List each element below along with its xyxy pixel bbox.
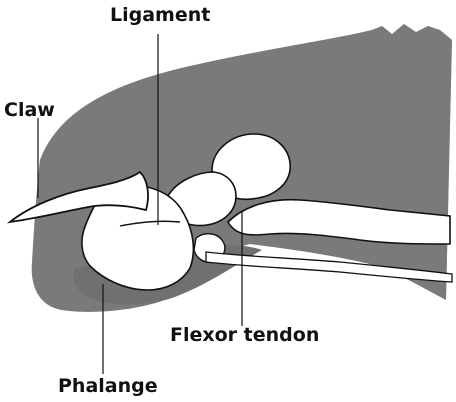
phalange-label: Phalange: [58, 377, 158, 396]
flexor-tendon-label: Flexor tendon: [170, 326, 319, 345]
claw-label: Claw: [4, 101, 55, 120]
ligament-label: Ligament: [110, 6, 210, 25]
